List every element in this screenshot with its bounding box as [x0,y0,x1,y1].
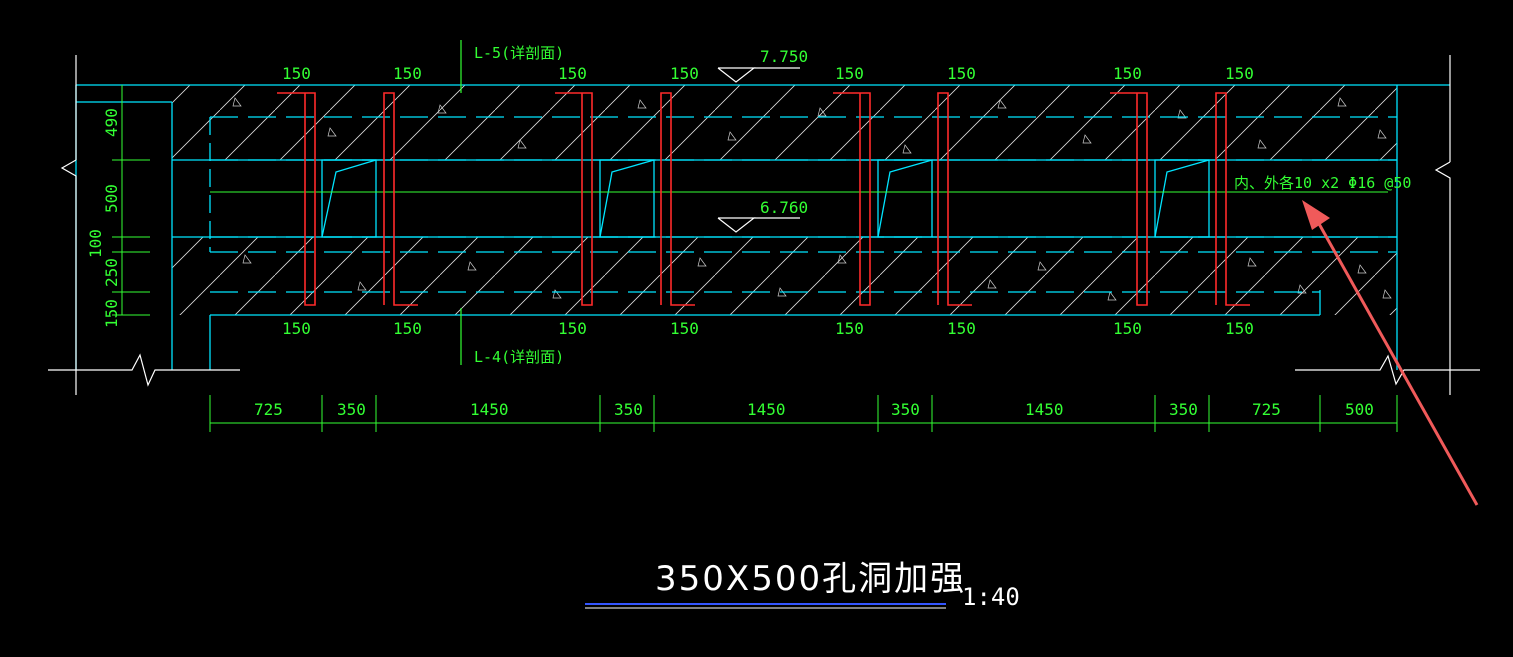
svg-text:350: 350 [337,400,366,419]
svg-text:150: 150 [393,64,422,83]
svg-text:1450: 1450 [747,400,786,419]
svg-text:150: 150 [1113,64,1142,83]
rebar-stirrups [277,92,1250,306]
section-bottom-label: L-4(详剖面) [474,348,564,366]
elevation-marks [717,67,800,233]
break-lines [48,55,1480,395]
svg-text:150: 150 [102,299,121,328]
section-top-label: L-5(详剖面) [474,44,564,62]
concrete-hatch [172,85,1397,315]
horizontal-dimensions: 725 350 1450 350 1450 350 1450 350 725 5… [254,400,1374,419]
svg-text:150: 150 [1225,319,1254,338]
svg-text:500: 500 [102,184,121,213]
svg-text:350: 350 [614,400,643,419]
svg-text:150: 150 [947,319,976,338]
left-dimensions: 490 500 100 250 150 [86,108,121,328]
top-dimensions: 150 150 150 150 150 150 150 150 [282,64,1254,83]
svg-text:1450: 1450 [470,400,509,419]
drawing-title: 350X500孔洞加强 [655,559,966,599]
left-dimension-line [112,85,150,316]
svg-text:150: 150 [282,64,311,83]
svg-text:100: 100 [86,229,105,258]
svg-text:150: 150 [558,319,587,338]
svg-text:725: 725 [254,400,283,419]
svg-text:1450: 1450 [1025,400,1064,419]
svg-text:150: 150 [1113,319,1142,338]
svg-text:150: 150 [835,64,864,83]
svg-text:150: 150 [282,319,311,338]
elevation-mid: 6.760 [760,198,808,217]
svg-text:725: 725 [1252,400,1281,419]
svg-text:500: 500 [1345,400,1374,419]
drawing-scale: 1:40 [962,583,1020,611]
svg-text:490: 490 [102,108,121,137]
svg-text:150: 150 [947,64,976,83]
svg-text:150: 150 [1225,64,1254,83]
horizontal-dimension-line [209,395,1398,432]
svg-text:150: 150 [835,319,864,338]
annotation-arrow [1302,200,1479,506]
svg-text:350: 350 [891,400,920,419]
bottom-dimensions: 150 150 150 150 150 150 150 150 [282,319,1254,338]
svg-text:150: 150 [558,64,587,83]
svg-text:150: 150 [393,319,422,338]
elevation-top: 7.750 [760,47,808,66]
svg-text:150: 150 [670,319,699,338]
svg-text:350: 350 [1169,400,1198,419]
svg-text:250: 250 [102,258,121,287]
rebar-note: 内、外各10 x2 Φ16 @50 [1234,174,1411,192]
svg-text:150: 150 [670,64,699,83]
